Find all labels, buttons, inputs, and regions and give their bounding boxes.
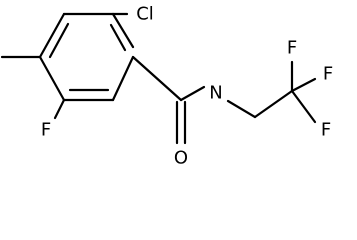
bond-c6-c1 — [111, 55, 135, 102]
bond-c5-f — [53, 98, 66, 120]
atom-label-f-right: F — [323, 64, 333, 85]
bond-inner-c3-c4 — [48, 22, 70, 59]
atom-label-cl: Cl — [136, 4, 154, 25]
molecule-structure: Cl F O N F F F — [0, 4, 333, 169]
bond-inner-c2-c1 — [109, 23, 127, 52]
bond-c1-c2 — [111, 12, 135, 49]
atom-label-f-bottom: F — [321, 120, 331, 141]
atom-label-f-ring: F — [41, 120, 51, 141]
atom-label-o: O — [174, 148, 188, 169]
bond-carbonyl-n — [179, 85, 206, 102]
bond-cf3-f-bottom — [290, 89, 317, 124]
bond-c3-c4 — [38, 12, 66, 59]
bond-n-ch2 — [226, 99, 257, 119]
atom-label-f-top: F — [287, 38, 297, 59]
bond-c4-c5 — [38, 55, 66, 102]
bond-ch2-cf3 — [253, 89, 294, 119]
atom-label-n: N — [209, 83, 222, 104]
bond-ring-carbonyl — [131, 55, 183, 102]
bond-cf3-f-right — [290, 77, 317, 93]
